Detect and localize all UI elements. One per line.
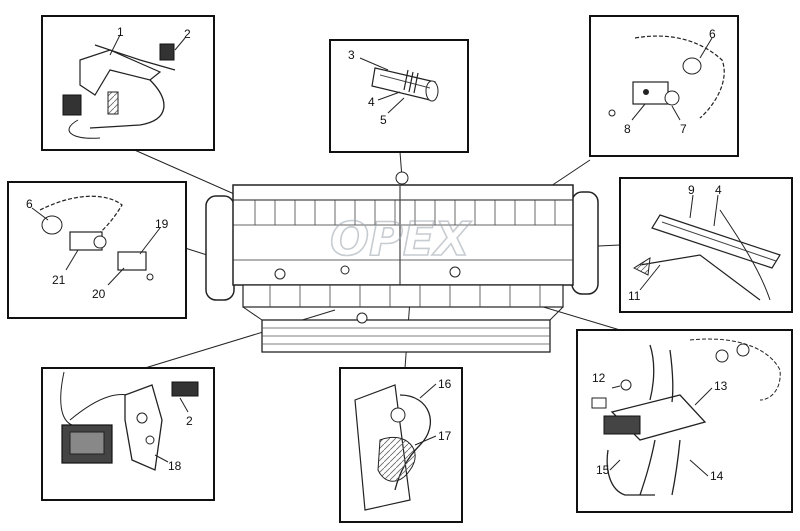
callout-18: 18 — [168, 459, 182, 473]
detail-panel-3: 6 8 7 — [589, 15, 739, 157]
callout-7: 7 — [680, 122, 687, 136]
callout-20: 20 — [92, 287, 106, 301]
callout-2b: 2 — [186, 414, 193, 428]
detail-panel-5: 9 4 11 — [619, 177, 793, 313]
detail-panel-2: 3 4 5 — [329, 39, 469, 153]
detail-panel-8: 12 13 14 15 — [576, 329, 793, 513]
callout-8: 8 — [624, 122, 631, 136]
callout-4b: 4 — [715, 183, 722, 197]
detail-panel-4: 6 19 21 20 — [7, 181, 187, 319]
callout-5: 5 — [380, 113, 387, 127]
callout-6b: 6 — [26, 197, 33, 211]
detail-panel-6: 2 18 — [41, 367, 215, 501]
watermark: OPEX — [330, 212, 472, 266]
seeder-housing — [232, 184, 574, 286]
callout-16: 16 — [438, 377, 452, 391]
callout-6: 6 — [709, 27, 716, 41]
callout-1: 1 — [117, 25, 124, 39]
detail-panel-7: 16 17 — [339, 367, 463, 523]
callout-15: 15 — [596, 463, 610, 477]
callout-17: 17 — [438, 429, 452, 443]
right-wheel — [571, 191, 599, 295]
callout-9: 9 — [688, 183, 695, 197]
callout-4: 4 — [368, 95, 375, 109]
callout-11: 11 — [628, 289, 641, 303]
callout-19: 19 — [155, 217, 169, 231]
callout-12: 12 — [592, 371, 606, 385]
detail-panel-1: 1 2 — [41, 15, 215, 151]
callout-13: 13 — [714, 379, 728, 393]
left-wheel — [205, 195, 235, 301]
callout-3: 3 — [348, 48, 355, 62]
callout-14: 14 — [710, 469, 724, 483]
callout-21: 21 — [52, 273, 66, 287]
callout-2: 2 — [184, 27, 191, 41]
main-assembly — [205, 171, 599, 353]
